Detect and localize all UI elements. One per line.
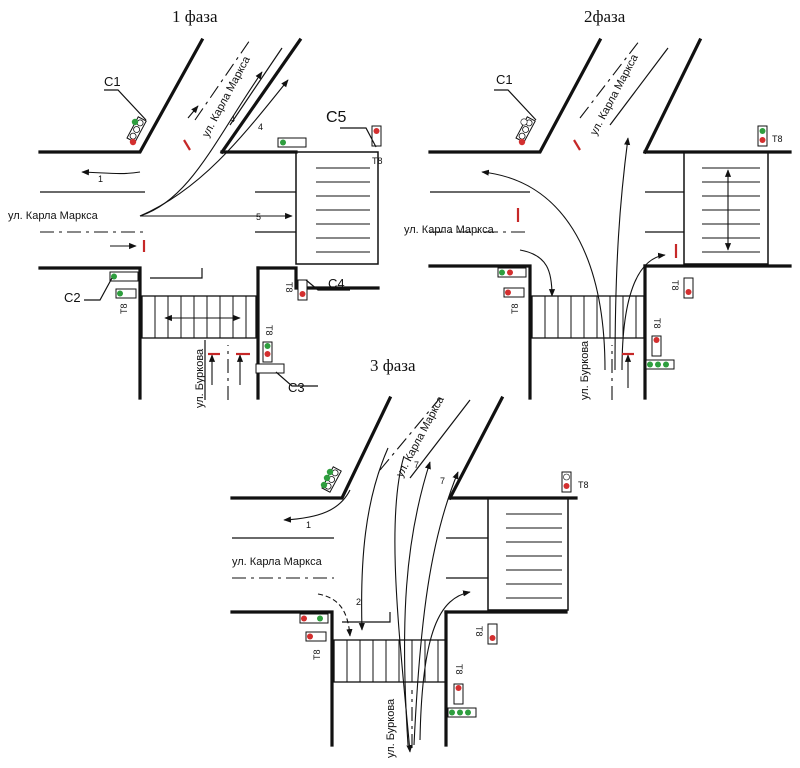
phase-1: 1 фаза — [8, 7, 383, 408]
street-label: ул. Буркова — [385, 698, 397, 758]
movement-arrow — [621, 252, 666, 371]
signal-label: С1 — [104, 74, 121, 89]
center-line — [579, 39, 641, 119]
road-edge — [230, 610, 334, 747]
signal-right: Т8 — [670, 277, 694, 299]
street-label: ул. Карла Маркса — [404, 224, 495, 236]
movement-arrow — [481, 169, 606, 371]
street-label: ул. Буркова — [579, 340, 591, 400]
crosswalk — [487, 497, 569, 611]
movement-arrow — [614, 137, 631, 371]
signal-right: Т8 — [474, 623, 498, 645]
signal-type: Т8 — [454, 664, 464, 675]
phase-3: 3 фаза 1 — [230, 356, 589, 758]
signal-type: Т8 — [284, 282, 294, 293]
crosswalk — [295, 151, 379, 265]
street-label: ул. Карла Маркса — [232, 556, 323, 568]
signal-c1: С1 — [104, 74, 147, 146]
signal-type: Т8 — [772, 134, 783, 144]
movement-arrow — [283, 489, 351, 523]
center-line — [379, 397, 441, 471]
road-edge — [38, 37, 205, 154]
movement-number: 1 — [98, 174, 103, 184]
movement-number: 4 — [258, 122, 263, 132]
signal-c2: С2 Т8 — [64, 271, 139, 314]
lane-line — [609, 47, 669, 126]
crosswalk — [683, 151, 769, 265]
movement-number: 4 — [230, 114, 235, 124]
road-edge — [230, 395, 393, 500]
road-edge — [428, 37, 603, 154]
phase-3-title: 3 фаза — [370, 356, 416, 375]
crosswalk — [333, 639, 447, 683]
movement-arrow — [413, 471, 459, 746]
street-label: ул. Буркова — [194, 348, 206, 408]
signal-type: Т8 — [670, 280, 680, 291]
signal-c1: С1 — [494, 72, 537, 146]
street-label: ул. Карла Маркса — [394, 394, 447, 480]
signal-label: С5 — [326, 109, 347, 126]
road-edge — [447, 395, 505, 501]
signal-type: Т8 — [510, 303, 520, 314]
crosswalk — [141, 295, 257, 339]
signal-c3: С3 Т8 — [255, 325, 318, 395]
movement-number: 5 — [256, 212, 261, 222]
movement-arrow — [519, 249, 556, 297]
signal-c1 — [320, 466, 342, 493]
signal-c4: С4 Т8 — [284, 276, 350, 301]
movement-arrow — [139, 79, 289, 217]
signal-south: Т8 — [645, 318, 675, 370]
signal-type: Т8 — [578, 480, 589, 490]
signal-left: Т8 — [299, 613, 329, 660]
movement-arrow — [187, 105, 199, 119]
signal-type: Т8 — [264, 325, 274, 336]
road-edge — [256, 266, 380, 290]
road-edge — [428, 264, 532, 400]
signal-type: Т8 — [312, 649, 322, 660]
movement-arrow — [394, 455, 413, 753]
signal-t8: Т8 — [757, 125, 783, 147]
signal-south: Т8 — [447, 664, 477, 718]
movement-arrow — [419, 590, 471, 741]
phase-2: 2фаза — [404, 7, 792, 400]
road-edge — [38, 266, 142, 400]
movement-number: 7 — [414, 460, 419, 470]
stop-line — [183, 139, 191, 151]
lane-line — [409, 399, 471, 479]
phase-1-title: 1 фаза — [172, 7, 218, 26]
signal-type: Т8 — [119, 303, 129, 314]
movement-arrow — [358, 447, 389, 631]
signal-type: Т8 — [652, 318, 662, 329]
movement-number: 7 — [440, 476, 445, 486]
signal-type: Т8 — [372, 156, 383, 166]
signal-left: Т8 — [497, 267, 527, 314]
signal-label: С3 — [288, 380, 305, 395]
island — [342, 612, 391, 623]
signal-c5: С5 Т8 — [277, 109, 383, 166]
road-edge — [219, 37, 303, 155]
crosswalk — [531, 295, 645, 339]
island — [150, 268, 203, 279]
signal-label: С2 — [64, 290, 81, 305]
movement-arrow — [139, 71, 263, 217]
signal-label: С1 — [496, 72, 513, 87]
stop-line — [573, 139, 581, 151]
movement-arrow — [81, 169, 141, 176]
movement-arrow — [403, 461, 431, 746]
road-edge — [642, 37, 703, 155]
movement-arrow — [317, 593, 353, 637]
lane-line — [229, 47, 283, 126]
center-line — [194, 39, 251, 121]
signal-t8: Т8 — [561, 471, 589, 493]
movement-number: 1 — [306, 520, 311, 530]
movement-number: 2 — [356, 597, 361, 607]
signal-type: Т8 — [474, 626, 484, 637]
phase-2-title: 2фаза — [584, 7, 626, 26]
signal-label: С4 — [328, 276, 345, 291]
street-label: ул. Карла Маркса — [8, 210, 99, 222]
